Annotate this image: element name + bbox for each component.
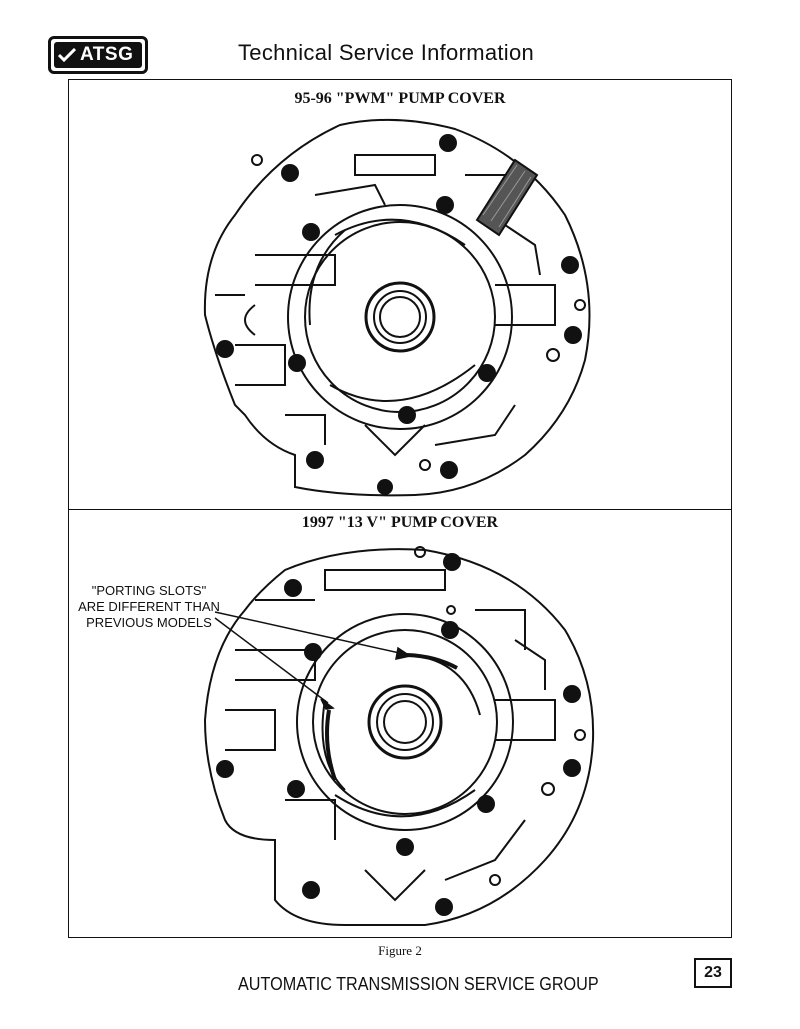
panel-title-pwm: 95-96 "PWM" PUMP COVER xyxy=(294,90,506,107)
checkmark-icon xyxy=(58,48,76,62)
footer-text: AUTOMATIC TRANSMISSION SERVICE GROUP xyxy=(238,974,599,994)
callout-line-1: "PORTING SLOTS" xyxy=(91,583,207,598)
callout-line-2: ARE DIFFERENT THAN xyxy=(78,599,220,614)
page-title: Technical Service Information xyxy=(238,40,535,65)
pump-cover-pwm-drawing xyxy=(203,118,591,497)
logo-badge: ATSG xyxy=(54,42,142,68)
figure-caption: Figure 2 xyxy=(378,943,422,958)
panel-title-13v: 1997 "13 V" PUMP COVER xyxy=(301,514,499,531)
page-number: 23 xyxy=(694,958,732,988)
logo-text: ATSG xyxy=(80,44,134,65)
figure-frame xyxy=(68,79,732,938)
callout-line-3: PREVIOUS MODELS xyxy=(86,615,212,630)
pump-cover-13v-drawing xyxy=(203,546,595,926)
atsg-logo: ATSG xyxy=(48,36,148,74)
porting-slots-callout: "PORTING SLOTS" ARE DIFFERENT THAN PREVI… xyxy=(74,583,224,631)
solenoid-screen xyxy=(475,158,539,237)
panel-divider xyxy=(68,509,732,510)
